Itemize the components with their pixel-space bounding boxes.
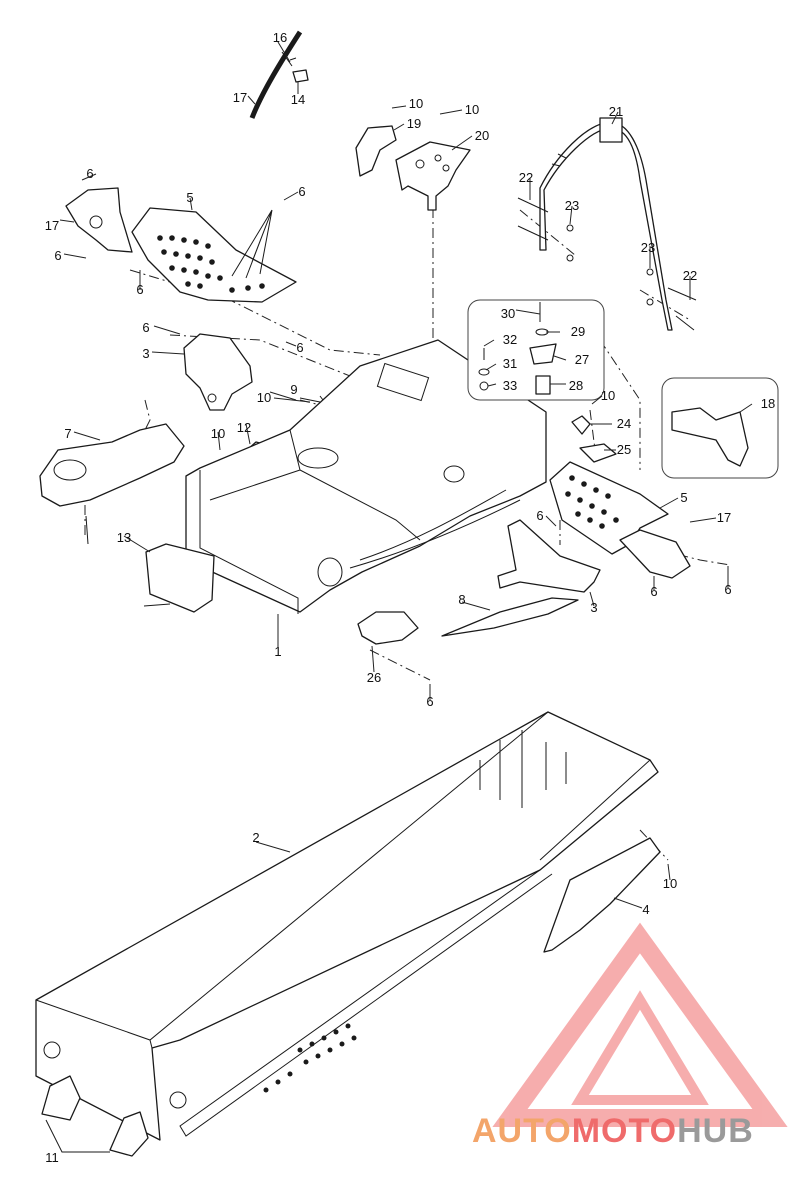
callout-label: 6 [650, 584, 657, 599]
part-3-bracket-left [183, 333, 253, 411]
part-7-skid-plate [39, 423, 185, 507]
callout-label: 22 [683, 268, 697, 283]
callout-label: 24 [617, 416, 631, 431]
callout-label: 5 [186, 190, 193, 205]
callout-label: 6 [296, 340, 303, 355]
part-15-rivet [281, 51, 297, 67]
callout-label: 10 [211, 426, 225, 441]
part-21-loop-frame [539, 117, 673, 331]
callout-label: 16 [273, 30, 287, 45]
callout-label: 6 [724, 582, 731, 597]
callout-label: 12 [237, 420, 251, 435]
callout-label: 6 [298, 184, 305, 199]
callout-label: 23 [641, 240, 655, 255]
callout-label: 14 [291, 92, 305, 107]
part-20-plate [395, 141, 471, 211]
watermark-text: AUTOMOTOHUB [472, 1112, 754, 1150]
callout-label: 2 [252, 830, 259, 845]
part-2-tunnel [35, 711, 659, 1141]
callout-label: 20 [475, 128, 489, 143]
callout-label: 4 [642, 902, 649, 917]
inset-part-18-box [661, 377, 779, 479]
part-23-nuts [566, 224, 654, 306]
callout-label: 7 [64, 426, 71, 441]
callout-label: 3 [590, 600, 597, 615]
callout-label: 6 [86, 166, 93, 181]
callout-label: 6 [536, 508, 543, 523]
callout-label: 3 [142, 346, 149, 361]
callout-label: 28 [569, 378, 583, 393]
callout-label: 6 [54, 248, 61, 263]
callout-label: 33 [503, 378, 517, 393]
leader-lines [59, 41, 753, 909]
callout-label: 29 [571, 324, 585, 339]
callout-label: 10 [601, 388, 615, 403]
callout-label: 26 [367, 670, 381, 685]
part-5-footrest-left [131, 207, 297, 303]
part-19-bracket [355, 125, 397, 177]
part-11-brackets [41, 1075, 149, 1157]
callout-label: 1 [274, 644, 281, 659]
callout-label: 23 [565, 198, 579, 213]
part-25-bracket [579, 443, 617, 463]
callout-label: 32 [503, 332, 517, 347]
callout-label: 22 [519, 170, 533, 185]
callout-label: 8 [458, 592, 465, 607]
part-1-main-chassis [185, 339, 547, 614]
part-16-strap [249, 30, 303, 119]
callout-label: 19 [407, 116, 421, 131]
part-14-clip [292, 69, 309, 83]
callout-label: 9 [290, 382, 297, 397]
callout-label: 17 [717, 510, 731, 525]
callout-label: 25 [617, 442, 631, 457]
callout-label: 6 [426, 694, 433, 709]
part-13-bracket [145, 543, 215, 613]
callout-label: 6 [136, 282, 143, 297]
callout-label: 10 [409, 96, 423, 111]
callout-label: 18 [761, 396, 775, 411]
callout-label: 31 [503, 356, 517, 371]
watermark-logo [492, 922, 788, 1127]
part-24-bracket [571, 415, 591, 435]
callout-label: 27 [575, 352, 589, 367]
callout-label: 17 [233, 90, 247, 105]
callout-label: 11 [45, 1150, 59, 1165]
callout-labels: 16 14 17 10 19 10 20 21 22 23 23 22 6 17… [45, 30, 775, 1165]
callout-label: 30 [501, 306, 515, 321]
part-4-plate [543, 837, 661, 953]
callout-label: 21 [609, 104, 623, 119]
part-5-footrest-right [549, 461, 669, 555]
inset-hardware-box [467, 299, 605, 401]
callout-label: 13 [117, 530, 131, 545]
callout-label: 6 [142, 320, 149, 335]
part-22-bolts [517, 197, 697, 331]
part-3-bracket-right [497, 519, 601, 593]
callout-label: 10 [257, 390, 271, 405]
part-17-bracket-right [619, 529, 691, 579]
callout-label: 5 [680, 490, 687, 505]
callout-label: 10 [465, 102, 479, 117]
callout-label: 10 [663, 876, 677, 891]
part-8-plate [441, 597, 579, 637]
part-26-bracket [357, 611, 419, 645]
callout-label: 17 [45, 218, 59, 233]
